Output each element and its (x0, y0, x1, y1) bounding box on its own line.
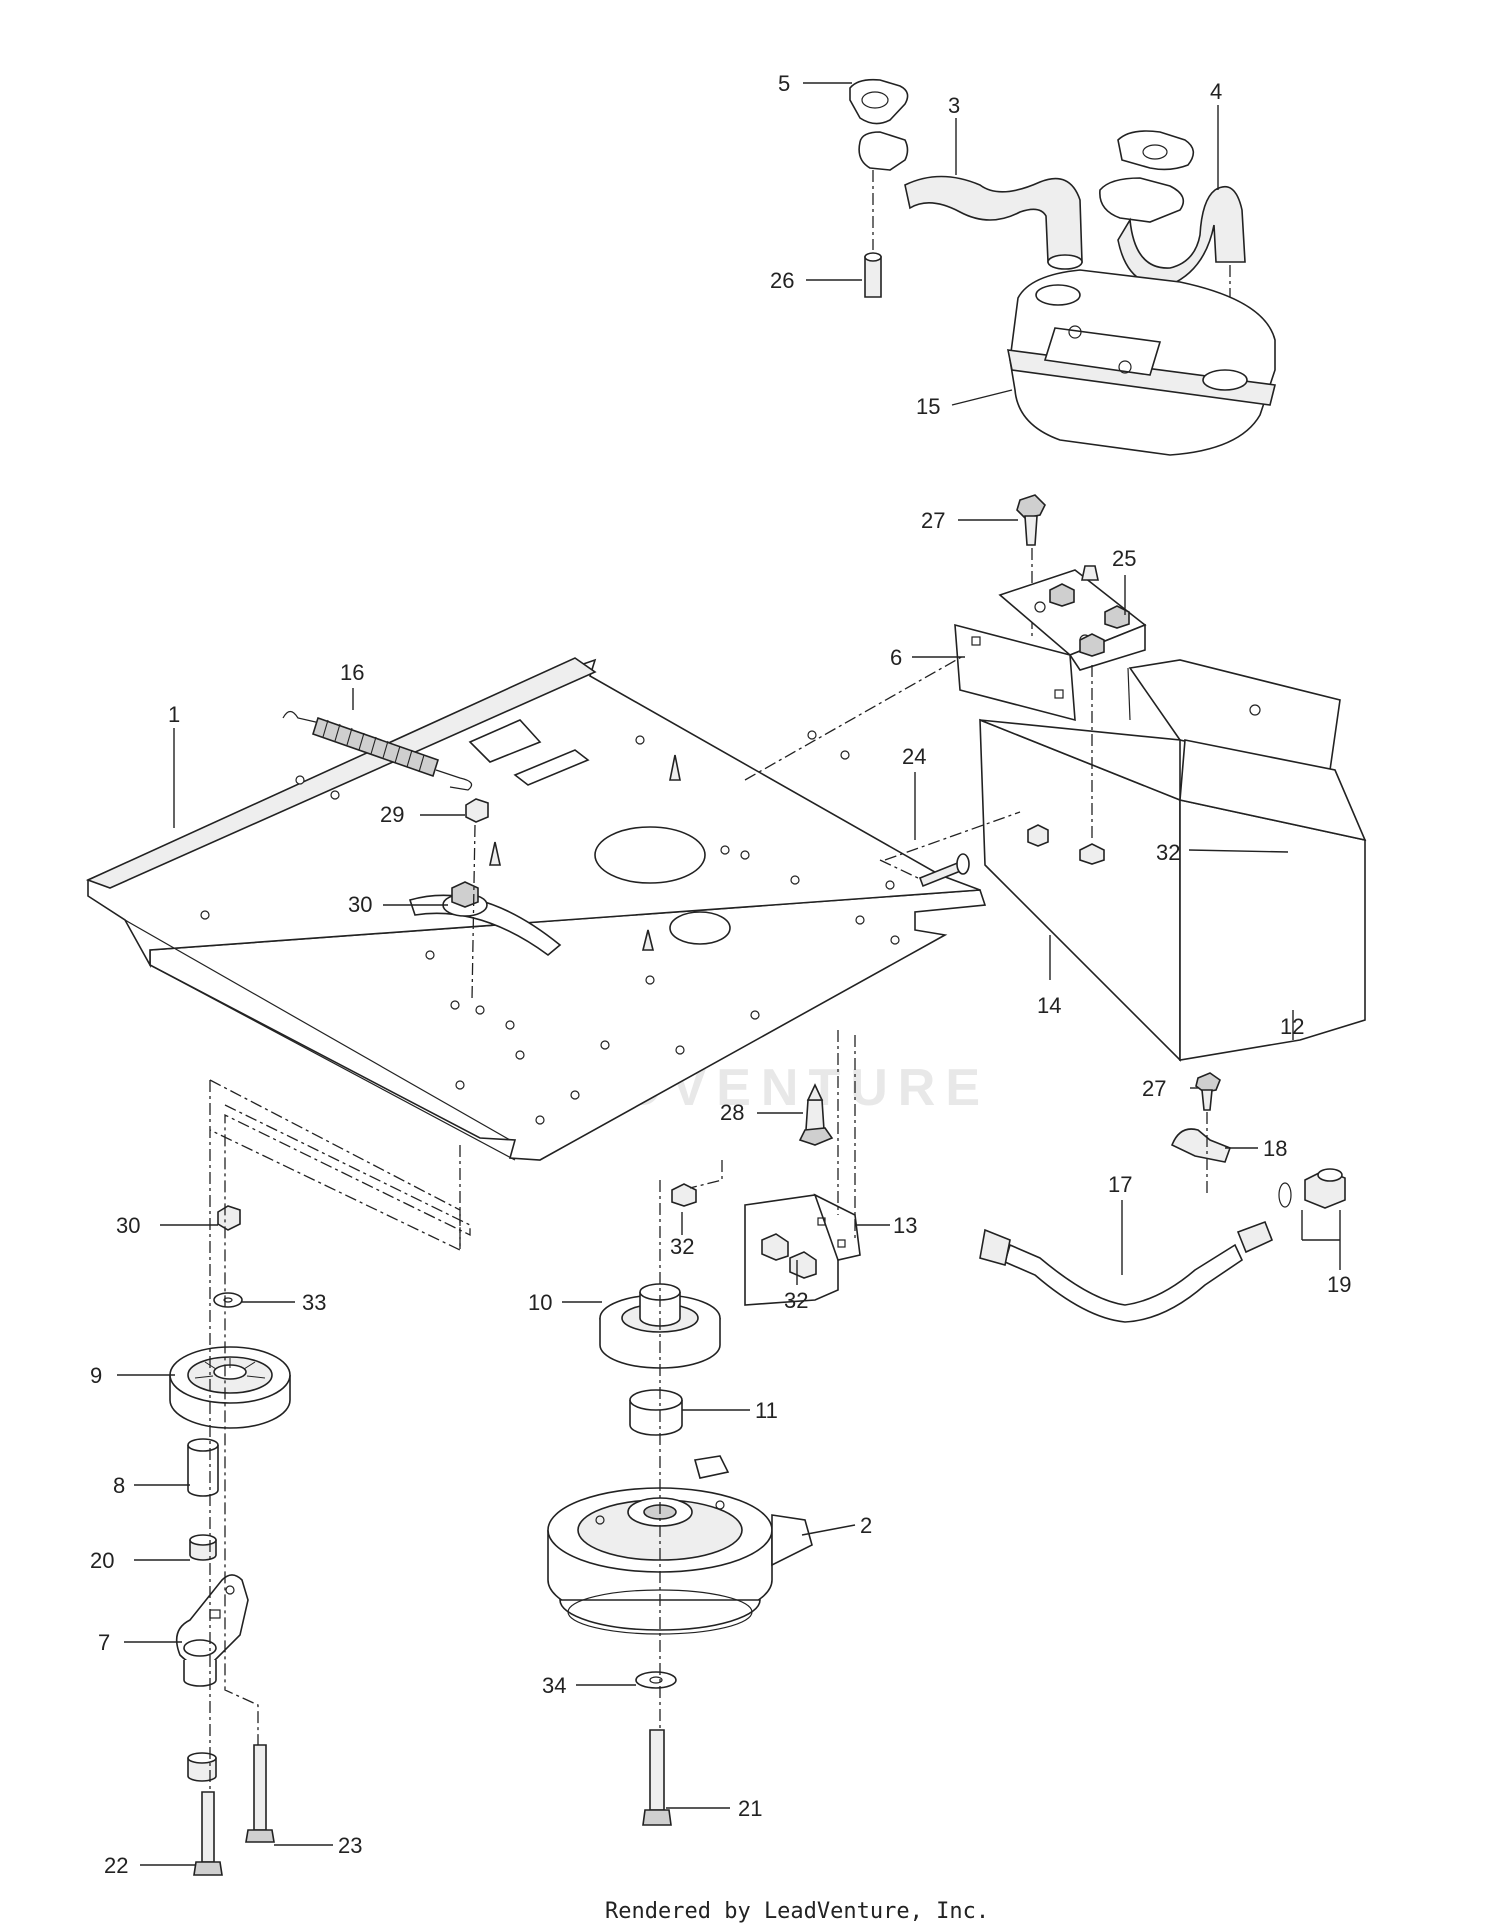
leader-lines (117, 82, 1341, 1866)
axis-nut-30-upper (471, 824, 476, 1001)
part-nut-30-lower (217, 1205, 241, 1231)
callout-28: 27 (1142, 1076, 1166, 1101)
callout-32-a: 32 (1156, 840, 1180, 865)
part-tube-4 (1099, 177, 1246, 287)
part-bolt-28 (1195, 1072, 1221, 1111)
callout-30-b: 30 (116, 1213, 140, 1238)
callout-32-b: 32 (670, 1234, 694, 1259)
callout-15: 15 (916, 394, 940, 419)
part-bolt-24 (918, 853, 970, 888)
part-nuts-25 (1049, 565, 1130, 657)
part-washer-34 (635, 1671, 677, 1689)
callout-20: 20 (90, 1548, 114, 1573)
axis-plate-right (884, 811, 1021, 861)
footer-credit: Rendered by LeadVenture, Inc. (605, 1899, 989, 1924)
callout-34: 34 (542, 1673, 566, 1698)
callout-27: 27 (921, 508, 945, 533)
callout-33: 33 (302, 1290, 326, 1315)
part-idler-arm-7 (175, 1574, 249, 1687)
callout-12: 12 (1280, 1014, 1304, 1039)
callout-1: 1 (168, 702, 180, 727)
callout-17: 17 (1108, 1172, 1132, 1197)
callout-10: 10 (528, 1290, 552, 1315)
part-bushing-7-lower (187, 1752, 217, 1782)
callout-16: 16 (340, 660, 364, 685)
callout-5: 5 (778, 71, 790, 96)
callout-23: 23 (338, 1833, 362, 1858)
callout-30-a: 29 (380, 802, 404, 827)
part-bracket-6 (954, 569, 1147, 722)
part-bolt-26 (864, 252, 882, 298)
part-pulley-9 (169, 1346, 291, 1429)
callout-6: 6 (890, 645, 902, 670)
part-bushing-20 (189, 1534, 217, 1561)
callouts: 5 3 4 26 15 27 25 6 24 32 14 12 1 16 29 … (90, 71, 1351, 1878)
axis-nut-32-c (689, 1160, 723, 1189)
part-spacer-11 (629, 1389, 683, 1436)
part-bolt-22 (193, 1791, 223, 1876)
callout-32-c: 32 (784, 1288, 808, 1313)
callout-14: 14 (1037, 993, 1061, 1018)
callout-2: 2 (860, 1513, 872, 1538)
callout-11: 11 (755, 1398, 778, 1423)
part-bracket-13 (744, 1193, 861, 1306)
callout-7: 7 (98, 1630, 110, 1655)
part-shield-12 (1179, 704, 1367, 1061)
callout-26: 26 (770, 268, 794, 293)
part-shield-14 (979, 659, 1341, 1062)
callout-29: 28 (720, 1100, 744, 1125)
part-bolt-29 (798, 1083, 834, 1146)
part-hose-17 (979, 1220, 1274, 1323)
part-oring-19 (1278, 1182, 1292, 1208)
part-tube-3 (858, 131, 1083, 270)
callout-22: 22 (104, 1853, 128, 1878)
part-bushing-8 (187, 1438, 219, 1497)
part-nut-31 (442, 881, 488, 917)
callout-18: 18 (1263, 1136, 1287, 1161)
part-nut-30-upper (465, 798, 489, 823)
callout-24: 24 (902, 744, 926, 769)
part-clutch-2 (547, 1455, 813, 1635)
callout-4: 4 (1210, 79, 1222, 104)
part-washer-33 (213, 1292, 243, 1308)
callout-9: 9 (90, 1363, 102, 1388)
callout-3: 3 (948, 93, 960, 118)
part-bolt-27 (1016, 494, 1046, 546)
callout-21: 21 (738, 1796, 762, 1821)
part-gasket-5 (849, 78, 909, 125)
callout-8: 8 (113, 1473, 125, 1498)
axis-bracket-to-plate (744, 654, 966, 781)
part-nut-32-a (1027, 824, 1049, 847)
callout-25: 25 (1112, 546, 1136, 571)
part-nut-32-b (1079, 843, 1105, 865)
axis-bolt-24 (879, 859, 919, 879)
part-spring (282, 710, 473, 791)
callout-19: 19 (1327, 1272, 1351, 1297)
part-gasket-4 (1117, 130, 1195, 171)
part-bolt-21 (642, 1729, 672, 1826)
part-muffler-15 (1006, 269, 1276, 456)
axis-left-frame-b (224, 1104, 471, 1745)
part-clamp-18 (1170, 1128, 1232, 1163)
part-base-plate (85, 657, 987, 1161)
part-fitting-19 (1304, 1168, 1346, 1209)
part-bolt-23 (245, 1744, 275, 1843)
callout-13: 13 (893, 1213, 917, 1238)
callout-31: 30 (348, 892, 372, 917)
part-nut-32-c (671, 1183, 697, 1207)
